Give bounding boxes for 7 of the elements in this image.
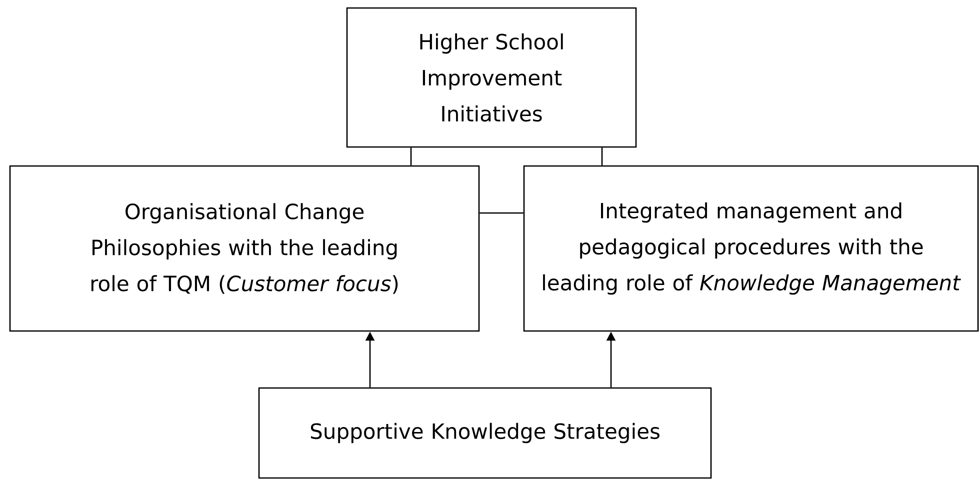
connector-line — [480, 212, 524, 214]
text-box: Integrated management and pedagogical procedures with the leading role of Knowledge Management — [523, 165, 979, 332]
connector-line — [410, 148, 412, 166]
text-box: Higher School Improvement Initiatives — [346, 7, 637, 148]
connector-line — [601, 148, 603, 166]
text-box: Supportive Knowledge Strategies — [258, 387, 712, 479]
text-box: Organisational Change Philosophies with the leading role of TQM (Customer focus) — [9, 165, 480, 332]
